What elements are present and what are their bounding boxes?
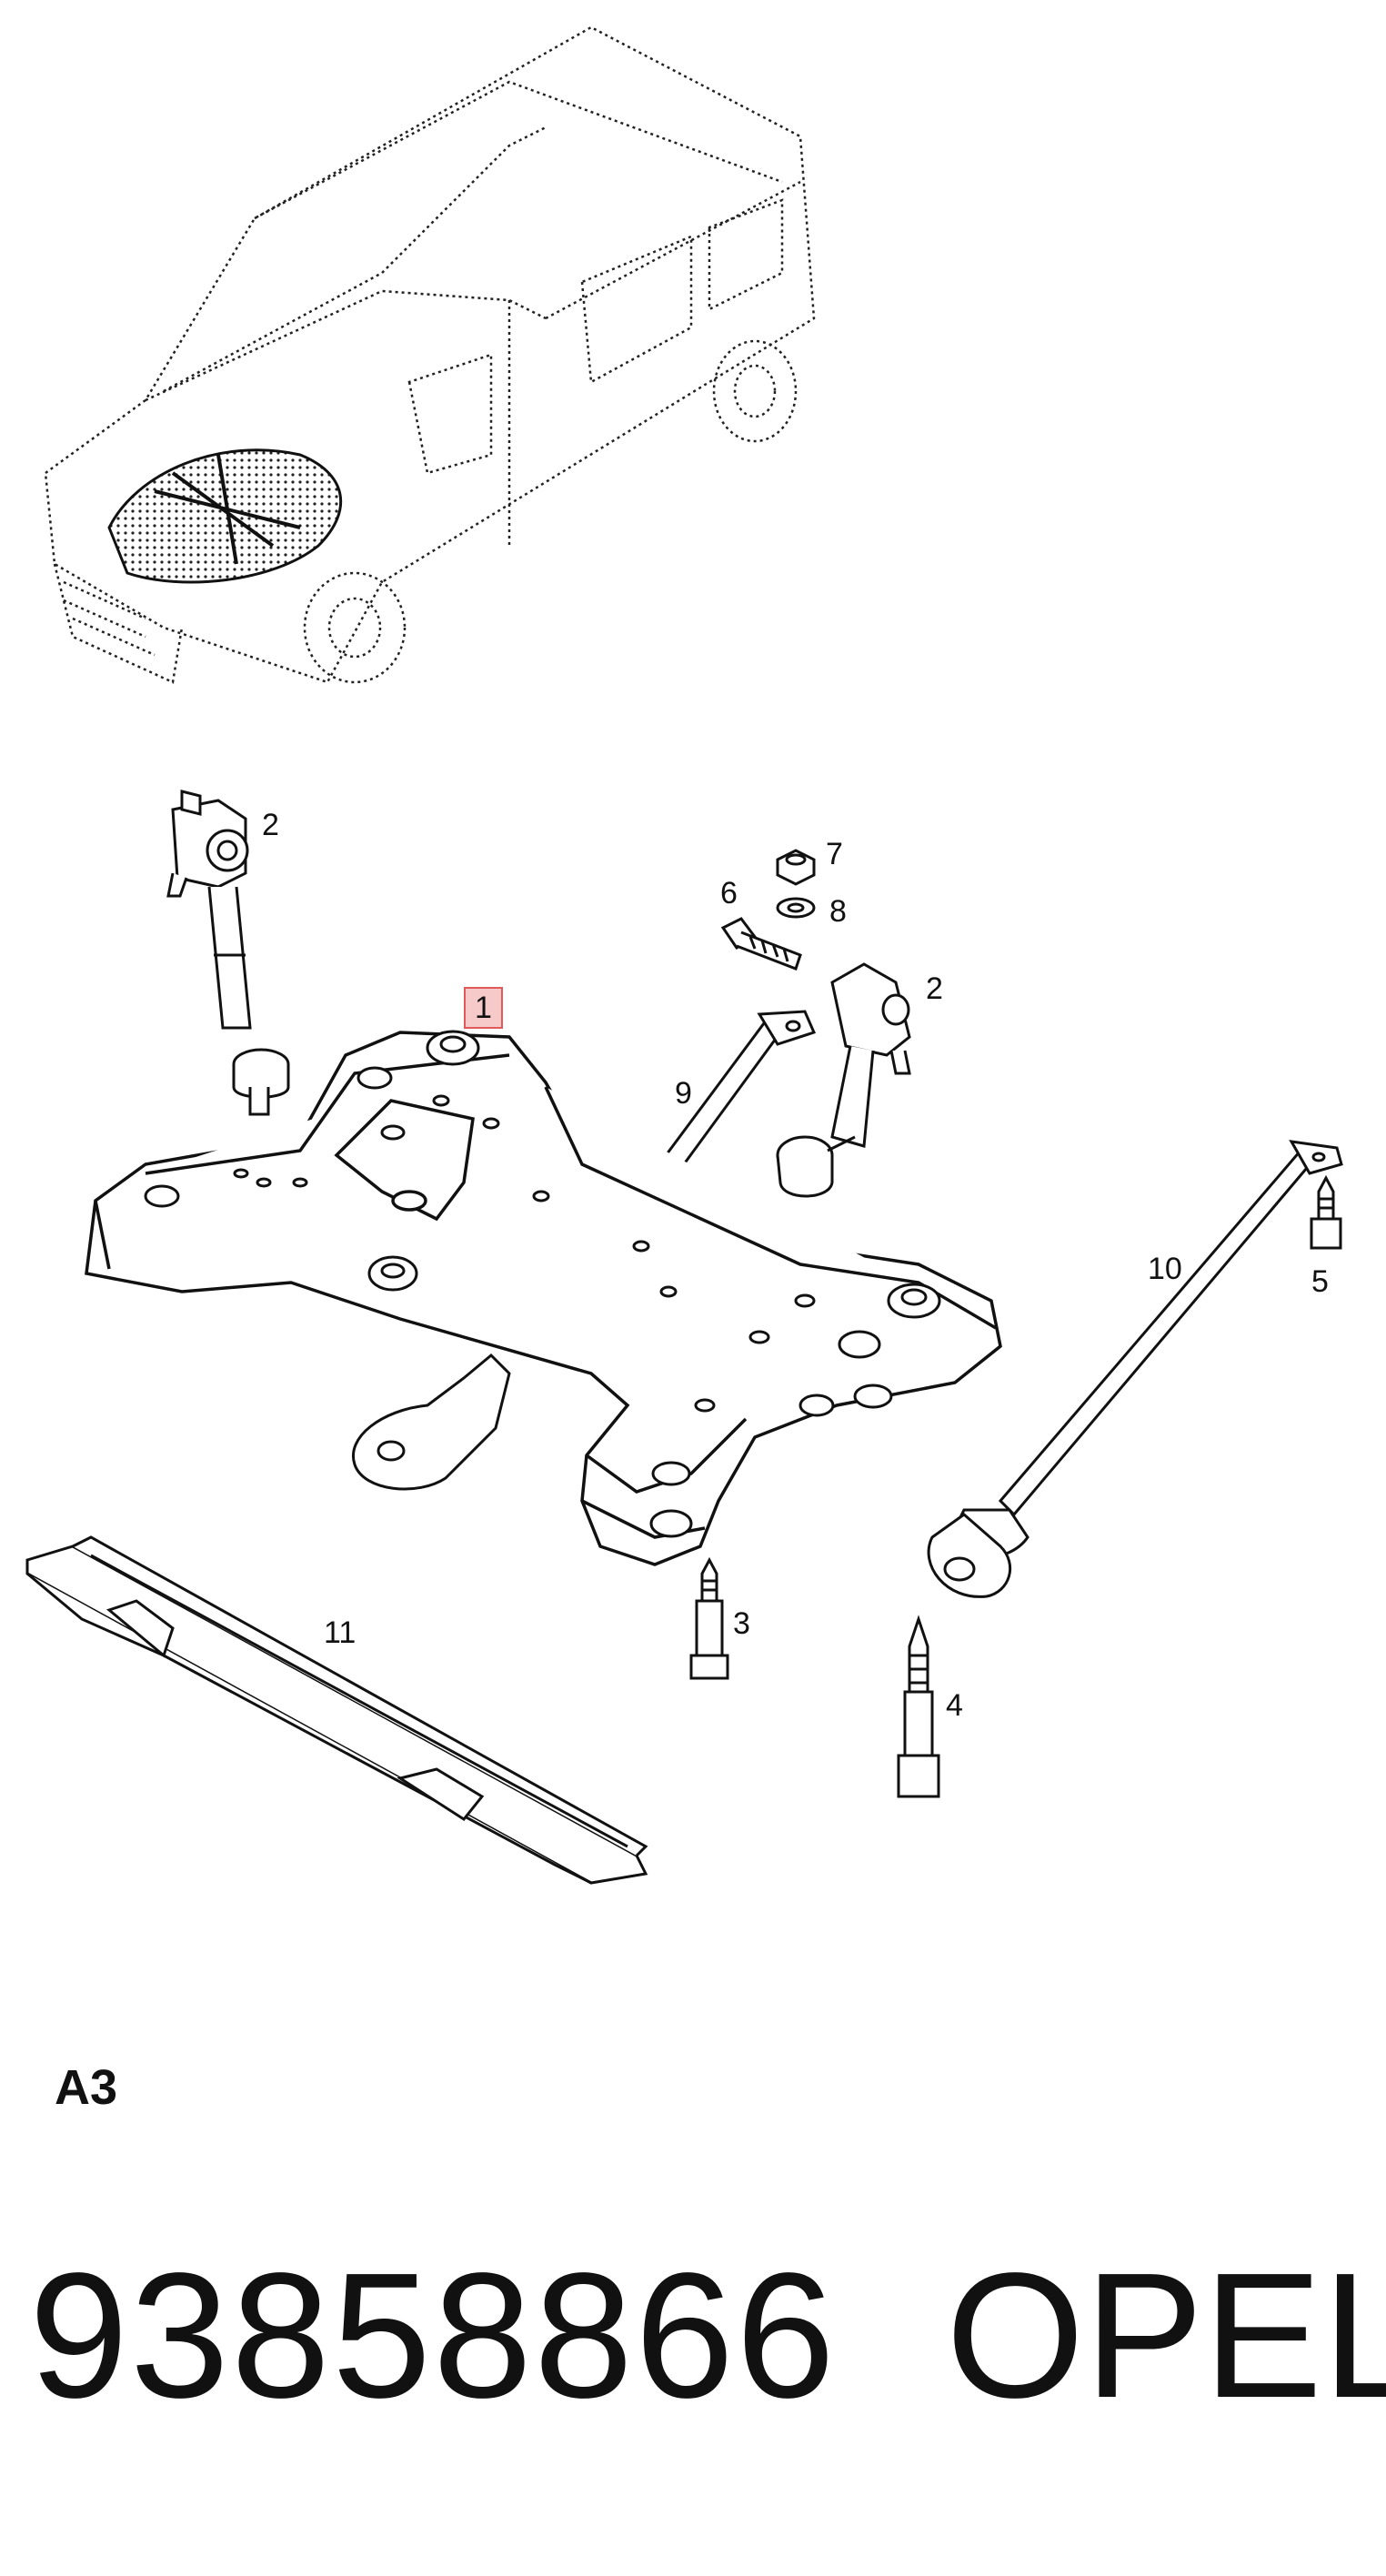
engine-bay-highlight: [107, 448, 343, 584]
callout-7: 7: [826, 837, 843, 871]
subframe-arm-left: [352, 1353, 511, 1491]
underbody-shield-11: [25, 1535, 648, 1885]
bolt-5: [1310, 1174, 1342, 1250]
callout-4: 4: [946, 1688, 963, 1723]
parts-diagram: [25, 25, 1343, 1885]
callout-6: 6: [720, 876, 738, 911]
callout-9: 9: [675, 1076, 692, 1111]
callout-2-left: 2: [262, 808, 279, 842]
section-label: A3: [55, 2060, 118, 2115]
callout-3: 3: [733, 1606, 750, 1641]
callout-5: 5: [1311, 1264, 1329, 1299]
callout-11: 11: [324, 1615, 357, 1650]
engine-mount-left: [166, 790, 290, 1116]
callout-1: 1: [464, 987, 503, 1029]
callout-8: 8: [829, 894, 847, 929]
strut-10: [927, 1140, 1343, 1598]
subframe-holes: [144, 1030, 941, 1538]
callout-10: 10: [1148, 1252, 1182, 1286]
engine-mount-right: [776, 962, 911, 1198]
bolt-3: [689, 1556, 729, 1680]
part-number: 93858866: [29, 2236, 838, 2435]
bolt-4: [897, 1615, 940, 1798]
hardware-7-8-6: [720, 849, 816, 971]
brand-name: OPEL: [946, 2236, 1386, 2435]
van-outline: [44, 25, 816, 684]
callout-2-right: 2: [926, 971, 943, 1006]
